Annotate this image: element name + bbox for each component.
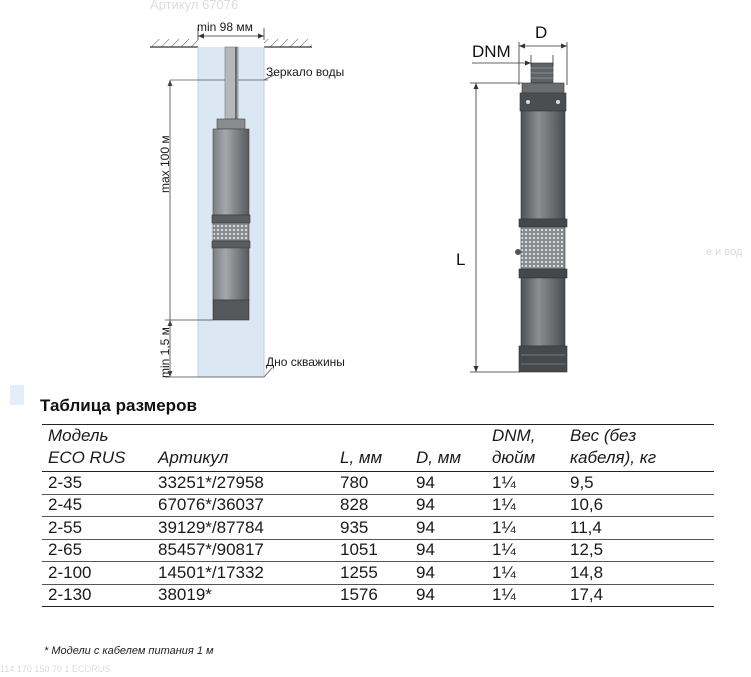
cell-diameter: 94 — [410, 494, 486, 517]
d-dimension — [518, 42, 568, 85]
pump-dimension-drawing — [515, 62, 568, 373]
cell-article: 33251*/27958 — [152, 471, 334, 495]
cell-model: 2-45 — [42, 494, 152, 517]
ghost-text-top: Артикул 67076 — [150, 0, 239, 12]
d-label: D — [535, 23, 548, 42]
cell-article: 38019* — [152, 584, 334, 607]
max-depth-dimension — [165, 80, 213, 321]
cell-diameter: 94 — [410, 561, 486, 585]
cell-dnm: 1¼ — [486, 561, 564, 585]
header-length: L, мм — [334, 424, 410, 472]
cell-diameter: 94 — [410, 471, 486, 495]
min-bottom-dimension — [165, 320, 273, 378]
cell-article: 14501*/17332 — [152, 561, 334, 585]
cell-article: 85457*/90817 — [152, 539, 334, 562]
ghost-text-bottom: 114 170 150 70 1 ECORUS — [0, 664, 111, 674]
ghost-text-right: е и вод — [706, 246, 743, 258]
header-diameter: D, мм — [410, 424, 486, 472]
cell-dnm: 1¼ — [486, 516, 564, 540]
pump-installation-diagram — [150, 28, 568, 378]
cell-model: 2-65 — [42, 539, 152, 562]
cell-length: 1051 — [334, 539, 410, 562]
water-mirror-label: Зеркало воды — [266, 65, 345, 79]
cell-article: 39129*/87784 — [152, 516, 334, 540]
table-title: Таблица размеров — [40, 396, 197, 415]
cell-weight: 17,4 — [564, 584, 714, 607]
dnm-label: DNM — [472, 42, 511, 61]
ground-line — [150, 39, 312, 48]
cell-weight: 12,5 — [564, 539, 714, 562]
cell-model: 2-100 — [42, 561, 152, 585]
cell-length: 780 — [334, 471, 410, 495]
cell-model: 2-130 — [42, 584, 152, 607]
header-article: Артикул — [152, 424, 334, 472]
well-bottom-label: Дно скважины — [266, 355, 345, 369]
cell-length: 1576 — [334, 584, 410, 607]
cell-weight: 9,5 — [564, 471, 714, 495]
dnm-dimension — [472, 55, 554, 66]
cell-article: 67076*/36037 — [152, 494, 334, 517]
cell-dnm: 1¼ — [486, 539, 564, 562]
section-accent-bar — [10, 385, 24, 405]
cell-dnm: 1¼ — [486, 584, 564, 607]
min-width-dimension — [197, 28, 265, 40]
cell-dnm: 1¼ — [486, 494, 564, 517]
water-level-line — [170, 73, 277, 81]
footnote: * Модели с кабелем питания 1 м — [44, 645, 214, 657]
pump-in-well — [211, 118, 251, 321]
max-depth-label: max 100 м — [158, 135, 172, 193]
min-width-label: min 98 мм — [197, 20, 253, 34]
l-dimension — [470, 82, 522, 373]
l-label: L — [456, 250, 466, 269]
cell-model: 2-35 — [42, 471, 152, 495]
min-bottom-label: min 1,5 м — [158, 327, 172, 378]
cell-diameter: 94 — [410, 516, 486, 540]
header-dnm: DNM,дюйм — [486, 424, 564, 472]
cell-model: 2-55 — [42, 516, 152, 540]
cell-diameter: 94 — [410, 584, 486, 607]
cell-length: 935 — [334, 516, 410, 540]
cell-weight: 11,4 — [564, 516, 714, 540]
cell-length: 1255 — [334, 561, 410, 585]
cell-weight: 10,6 — [564, 494, 714, 517]
cell-diameter: 94 — [410, 539, 486, 562]
cell-weight: 14,8 — [564, 561, 714, 585]
cell-length: 828 — [334, 494, 410, 517]
cell-dnm: 1¼ — [486, 471, 564, 495]
